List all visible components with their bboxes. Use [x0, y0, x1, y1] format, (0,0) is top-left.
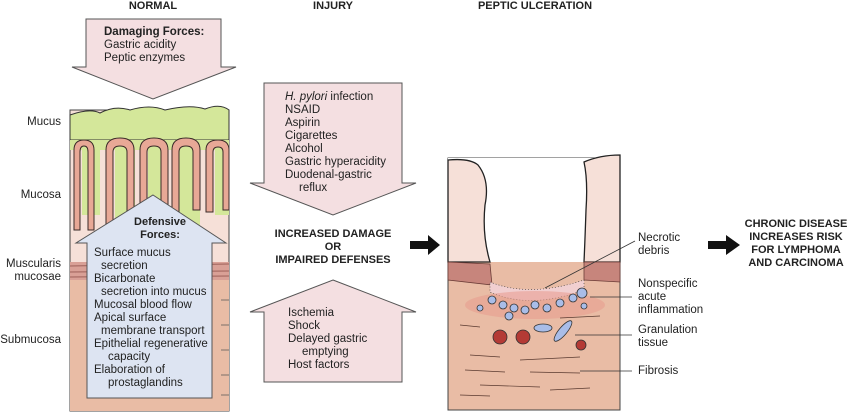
label-muscularis-mucosae: Muscularis mucosae: [6, 258, 61, 284]
outcome-line: INCREASES RISK: [749, 231, 843, 243]
ulcer-tissue: [447, 154, 621, 411]
header-peptic-ulceration: PEPTIC ULCERATION: [477, 0, 593, 12]
defensive-item: secretion: [101, 260, 148, 272]
defensive-item: Elaboration of: [94, 364, 165, 376]
outcome-line: AND CARCINOMA: [748, 257, 844, 269]
defensive-item: prostaglandins: [108, 377, 183, 389]
injury-item: NSAID: [285, 104, 321, 116]
necrotic-line2: debris: [638, 245, 670, 257]
progression-arrow-1: [410, 235, 440, 255]
injury-item: Aspirin: [285, 117, 321, 129]
injury-defense-item: Ischemia: [288, 307, 335, 319]
damaging-item: Gastric acidity: [104, 39, 177, 51]
defensive-title-line1: Defensive: [134, 216, 186, 228]
defensive-forces-title: Defensive Forces:: [134, 216, 186, 242]
granulation-line2: tissue: [638, 337, 669, 349]
defensive-title-line2: Forces:: [140, 229, 180, 241]
injury-defense-item: Delayed gastric: [288, 333, 368, 345]
label-mucus: Mucus: [27, 116, 61, 128]
header-normal: NORMAL: [128, 0, 178, 12]
inflammation-line3: inflammation: [638, 304, 704, 316]
label-necrotic-debris: Necrotic debris: [638, 232, 680, 258]
defensive-item: Apical surface: [94, 312, 167, 324]
center-outcome-text: INCREASED DAMAGE OR IMPAIRED DEFENSES: [275, 228, 392, 267]
injury-item-h-pylori: H. pylori infection: [285, 91, 386, 104]
h-pylori-italic: H. pylori: [285, 91, 328, 103]
defensive-item: Epithelial regenerative: [94, 338, 208, 350]
label-granulation-tissue: Granulation tissue: [638, 324, 697, 350]
injury-item: reflux: [299, 182, 328, 194]
injury-defense-item: emptying: [302, 346, 349, 358]
chronic-outcome-text: CHRONIC DISEASE INCREASES RISK FOR LYMPH…: [745, 218, 848, 270]
outcome-line: CHRONIC DISEASE: [744, 218, 848, 230]
label-muscularis-line2: mucosae: [14, 271, 61, 283]
injury-item: Gastric hyperacidity: [285, 156, 386, 168]
label-fibrosis: Fibrosis: [638, 365, 679, 377]
defensive-item: Bicarbonate: [94, 273, 156, 285]
header-injury: INJURY: [313, 0, 353, 12]
defensive-item: capacity: [108, 351, 151, 363]
damaging-item: Peptic enzymes: [104, 52, 186, 64]
injury-item: Cigarettes: [285, 130, 338, 142]
injury-defense-list: Ischemia Shock Delayed gastric emptying …: [288, 307, 367, 372]
necrotic-line1: Necrotic: [638, 232, 681, 244]
label-submucosa: Submucosa: [0, 334, 61, 346]
leader-lines: [544, 240, 636, 372]
damaging-forces-title: Damaging Forces:: [104, 26, 205, 38]
defensive-forces-list: Surface mucus secretion Bicarbonate secr…: [94, 247, 208, 390]
mucus-layer: [69, 105, 230, 141]
defensive-item: Surface mucus: [94, 247, 171, 259]
label-inflammation: Nonspecific acute inflammation: [638, 278, 703, 317]
damaging-forces-text: Damaging Forces: Gastric acidity Peptic …: [104, 26, 204, 65]
injury-defense-item: Shock: [288, 320, 320, 332]
label-mucosa: Mucosa: [20, 189, 61, 201]
defensive-item: Mucosal blood flow: [94, 299, 192, 311]
center-line3: IMPAIRED DEFENSES: [275, 254, 391, 266]
injury-damage-list: H. pylori infection NSAID Aspirin Cigare…: [285, 91, 386, 195]
label-muscularis-line1: Muscularis: [6, 258, 61, 270]
inflammation-line1: Nonspecific: [638, 278, 698, 290]
center-line1: INCREASED DAMAGE: [274, 228, 392, 240]
injury-damage-arrow: [249, 82, 417, 216]
outcome-line: FOR LYMPHOMA: [751, 244, 841, 256]
granulation-line1: Granulation: [638, 324, 698, 336]
defensive-item: secretion into mucus: [101, 286, 207, 298]
h-pylori-rest: infection: [327, 91, 374, 103]
progression-arrow-2: [708, 235, 740, 255]
inflammation-line2: acute: [638, 291, 667, 303]
injury-defense-item: Host factors: [288, 359, 350, 371]
defensive-forces-arrow: [74, 194, 228, 399]
injury-defense-arrow: [249, 279, 417, 383]
damaging-forces-arrow: [71, 18, 237, 100]
defensive-item: membrane transport: [101, 325, 205, 337]
injury-item: Alcohol: [285, 143, 323, 155]
center-line2: OR: [324, 241, 342, 253]
injury-item: Duodenal-gastric: [285, 169, 372, 181]
